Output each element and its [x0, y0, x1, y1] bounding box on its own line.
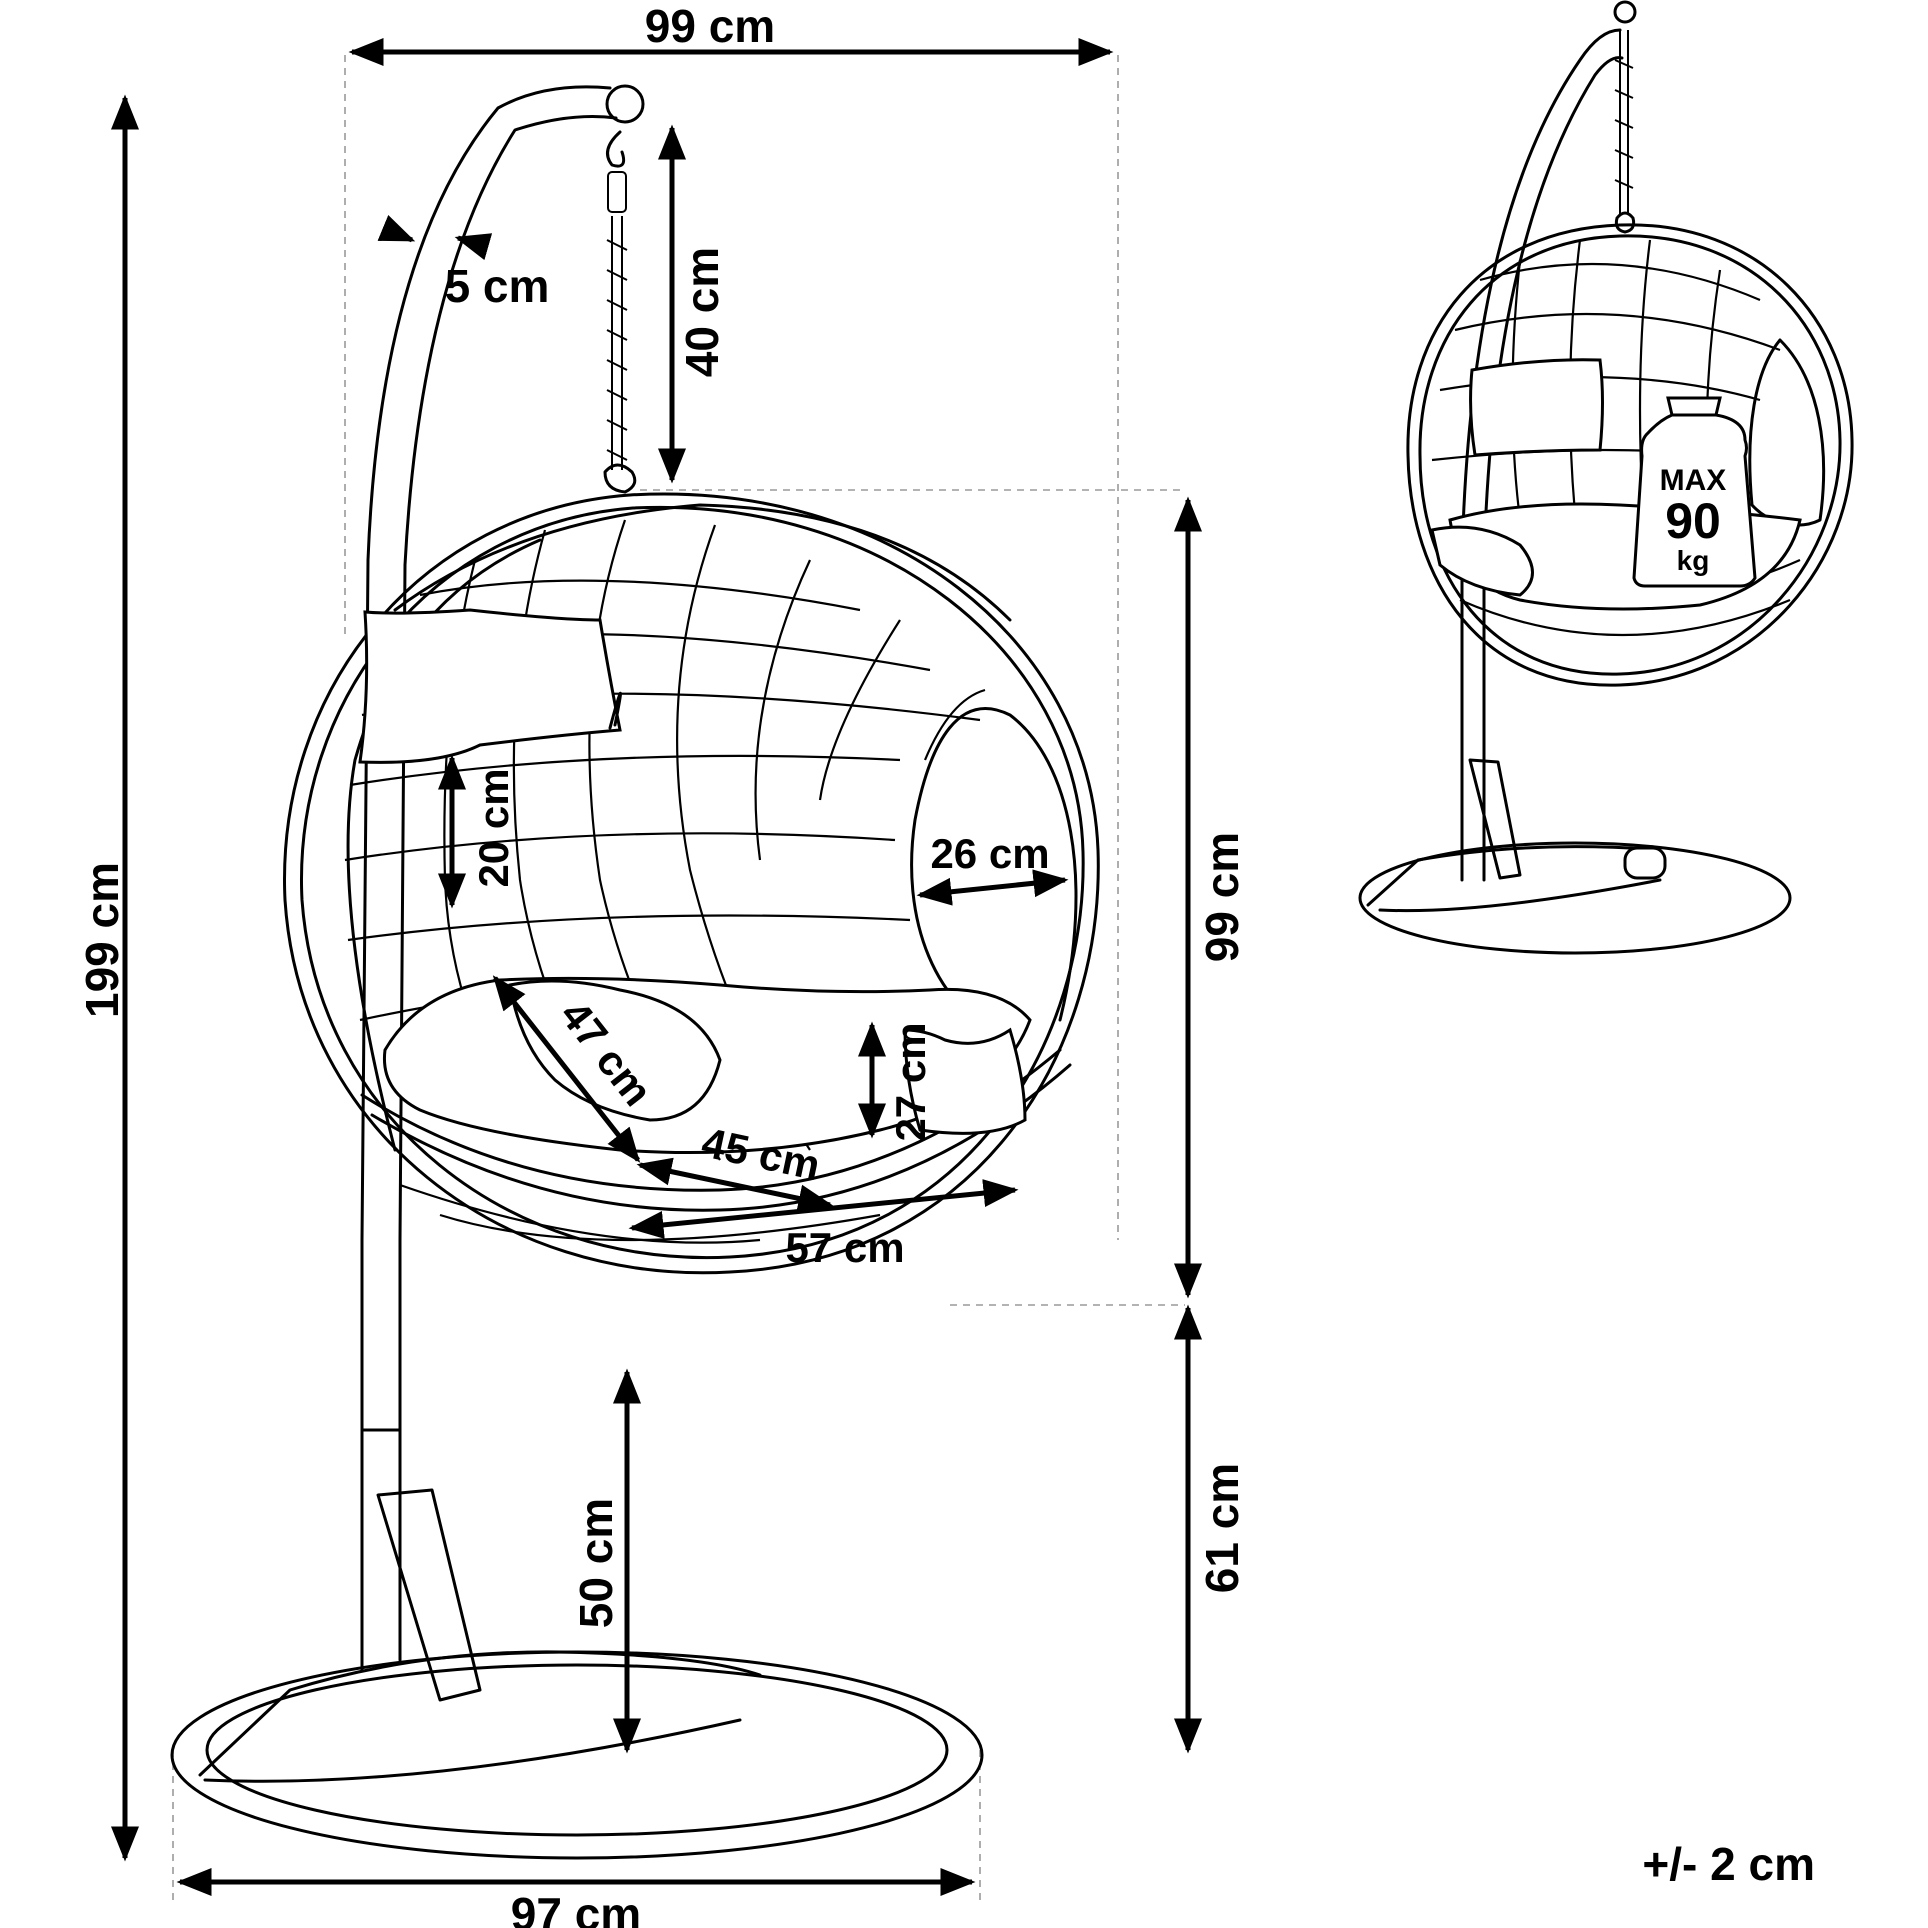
base-plate-inner	[205, 1663, 949, 1837]
label-width-bottom: 97 cm	[511, 1888, 641, 1928]
chain	[606, 216, 628, 470]
opening-rim	[910, 707, 1078, 1042]
label-basket-clearance: 61 cm	[1196, 1463, 1248, 1593]
label-side-cushion: 27 cm	[887, 1022, 934, 1141]
label-width-top: 99 cm	[645, 0, 775, 52]
label-total-height: 199 cm	[76, 862, 128, 1018]
stand-pole	[360, 85, 612, 1672]
weight-icon	[1632, 396, 1757, 588]
badge-unit: kg	[1677, 545, 1710, 576]
dim-tube-right	[454, 233, 493, 261]
base-plate	[170, 1650, 984, 1860]
preview-chair	[1358, 0, 1854, 955]
side-cushion-right	[903, 1027, 1027, 1135]
main-basket	[283, 492, 1100, 1275]
dim-seat-width	[628, 1179, 1019, 1239]
label-back-cushion: 20 cm	[470, 768, 517, 887]
label-seat-height: 50 cm	[570, 1498, 622, 1628]
max-load-badge: MAX 90 kg	[1632, 396, 1757, 588]
label-basket-height: 99 cm	[1196, 832, 1248, 962]
dim-seat-depth	[492, 975, 641, 1163]
dimension-labels: 99 cm 97 cm 199 cm 5 cm 40 cm 99 cm 61 c…	[76, 0, 1248, 1928]
badge-value: 90	[1665, 493, 1721, 549]
label-opening-depth: 26 cm	[930, 830, 1049, 877]
dim-tube-left	[377, 215, 416, 243]
tolerance-note: +/- 2 cm	[1642, 1838, 1815, 1890]
label-seat-width: 57 cm	[785, 1224, 904, 1271]
main-chair	[170, 84, 984, 1860]
guide-lines	[172, 55, 1185, 1905]
basket-rim	[283, 492, 1100, 1275]
label-tube-diameter: 5 cm	[445, 260, 550, 312]
dimension-arrows	[111, 38, 1202, 1896]
badge-max: MAX	[1660, 464, 1727, 497]
label-chain-length: 40 cm	[676, 247, 728, 377]
back-cushion	[358, 608, 622, 764]
dim-opening	[916, 869, 1069, 906]
